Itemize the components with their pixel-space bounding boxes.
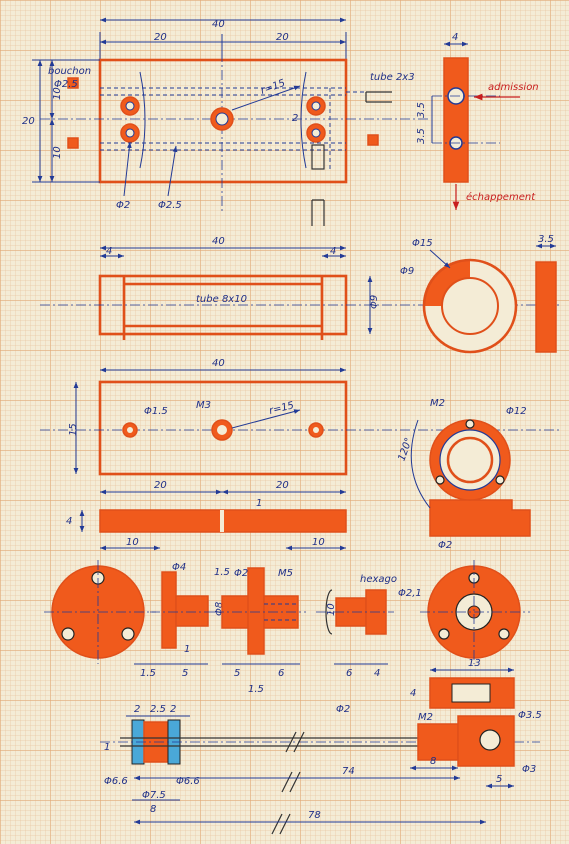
row6-phi7-5: Φ7.5 xyxy=(142,790,166,801)
row6-1: 1 xyxy=(104,742,110,753)
row5-1-5c: 1.5 xyxy=(248,684,264,695)
row5-phi2: Φ2 xyxy=(234,568,248,579)
strip-half-right: 20 xyxy=(276,480,289,491)
dim-left-20: 20 xyxy=(154,32,167,43)
plate-hole-small: Φ1.5 xyxy=(144,406,168,417)
flange-thread: M2 xyxy=(430,398,445,409)
row5-phi8: Φ8 xyxy=(214,602,225,616)
row5-hexagon: hexago xyxy=(360,574,397,585)
flange-bore xyxy=(446,436,494,484)
row6-m2: M2 xyxy=(418,712,433,723)
row6-2b: 2 xyxy=(170,704,176,715)
plate-body xyxy=(98,380,348,476)
plug-right xyxy=(367,134,379,146)
row5-phi2-right: Φ2 xyxy=(438,540,452,551)
cyl-label: tube 8x10 xyxy=(196,294,247,305)
block-body xyxy=(98,58,348,184)
row6-4: 4 xyxy=(410,688,416,699)
flange-dia: Φ12 xyxy=(506,406,527,417)
plate-view: 40 Φ1.5 M3 r=15 15 xyxy=(40,358,560,476)
row5-6b: 6 xyxy=(346,668,352,679)
row6-2a: 2 xyxy=(134,704,140,715)
strip-end-right: 10 xyxy=(312,537,325,548)
row6-74: 74 xyxy=(342,766,355,777)
row6-5: 5 xyxy=(496,774,502,785)
side-h1: 3.5 xyxy=(416,102,427,118)
plug-left-bottom xyxy=(67,137,79,149)
row5-m5: M5 xyxy=(278,568,293,579)
row5-6: 6 xyxy=(278,668,284,679)
row5-5b: 5 xyxy=(234,668,240,679)
label-plug-dia: Φ2.5 xyxy=(54,79,78,90)
plug-left-top xyxy=(67,77,79,89)
row5-5a: 5 xyxy=(182,668,188,679)
ring-thickness: 3.5 xyxy=(538,234,554,245)
strip-view: 20 20 4 1 10 10 xyxy=(66,480,347,551)
ring-outer-dia: Φ15 xyxy=(412,238,433,249)
row5-1-5a: 1.5 xyxy=(214,567,230,578)
plate-width-40: 40 xyxy=(212,358,225,369)
flange-base xyxy=(429,499,531,537)
label-tube: tube 2x3 xyxy=(370,72,415,83)
dim-height-20: 20 xyxy=(22,116,35,127)
row6-phi3-5: Φ3.5 xyxy=(518,710,542,721)
label-hole-dia: Φ2 xyxy=(116,200,130,211)
cyl-dia: Φ9 xyxy=(369,295,380,309)
label-hole-dia-2: Φ2.5 xyxy=(158,200,182,211)
side-h2: 3.5 xyxy=(416,128,427,144)
side-width-4: 4 xyxy=(452,32,458,43)
label-radius: r=15 xyxy=(259,78,286,97)
cyl-end-right-4: 4 xyxy=(330,246,336,257)
row5-phi4: Φ4 xyxy=(172,562,186,573)
row6-phi6-6b: Φ6.6 xyxy=(176,776,200,787)
ring-view: Φ15 Φ9 3.5 xyxy=(400,234,557,354)
valve-block-view: 40 20 20 r=15 2 bouchon Φ2.5 20 xyxy=(22,17,430,226)
row5-1-5b: 1.5 xyxy=(140,668,156,679)
label-exhaust: échappement xyxy=(466,191,536,203)
disc-left xyxy=(44,560,156,664)
strip-end-left: 10 xyxy=(126,537,139,548)
dim-right-20: 20 xyxy=(276,32,289,43)
flange-view: M2 Φ12 120° xyxy=(396,398,531,537)
row6-78: 78 xyxy=(308,810,321,821)
ring-inner xyxy=(441,277,499,335)
valve-side-body xyxy=(443,57,469,183)
row5-phi2-1: Φ2,1 xyxy=(398,588,422,599)
row6-8: 8 xyxy=(150,804,156,815)
row6-2-5: 2.5 xyxy=(150,704,166,715)
row6-phi2: Φ2 xyxy=(336,704,350,715)
label-inlet: admission xyxy=(488,82,539,93)
row5-10: 10 xyxy=(326,603,337,616)
rod-assembly: 2 2.5 2 1 Φ6.6 Φ7.5 Φ6.6 8 Φ2 74 78 M2 Φ… xyxy=(100,658,542,835)
cyl-width-40: 40 xyxy=(212,236,225,247)
cylinder-view: 40 4 4 tube 8x10 Φ9 xyxy=(40,236,560,340)
dim-height-bottom-10: 10 xyxy=(52,146,63,159)
row6-phi3: Φ3 xyxy=(522,764,536,775)
coupler-part: Φ2 M5 5 6 1.5 xyxy=(214,567,306,695)
valve-side-view: 4 3.5 3.5 admission échappement xyxy=(416,32,539,210)
cyl-end-left-4: 4 xyxy=(106,246,112,257)
strip-thickness: 4 xyxy=(66,516,72,527)
row5-4: 4 xyxy=(374,668,380,679)
row6-8b: 8 xyxy=(430,756,436,767)
ring-inner-dia: Φ9 xyxy=(400,266,414,277)
dim-height-top-10: 10 xyxy=(52,87,63,100)
strip-gap: 1 xyxy=(256,498,262,509)
piston-part: Φ4 1.5 Φ8 1 1.5 5 xyxy=(134,562,230,679)
row6-phi6-6a: Φ6.6 xyxy=(104,776,128,787)
disc-right: Φ2 xyxy=(420,540,530,664)
dim-width-40: 40 xyxy=(212,19,225,30)
ring-side xyxy=(535,261,557,353)
plate-thread: M3 xyxy=(196,400,211,411)
plate-height-15: 15 xyxy=(68,423,79,436)
strip-half-left: 20 xyxy=(154,480,167,491)
label-2: 2 xyxy=(292,113,298,124)
screw-part: hexago Φ2,1 10 6 4 xyxy=(316,574,422,679)
row6-13: 13 xyxy=(468,658,481,669)
label-plug: bouchon xyxy=(48,66,91,77)
ring-outer xyxy=(422,258,518,354)
row5-1: 1 xyxy=(184,644,190,655)
